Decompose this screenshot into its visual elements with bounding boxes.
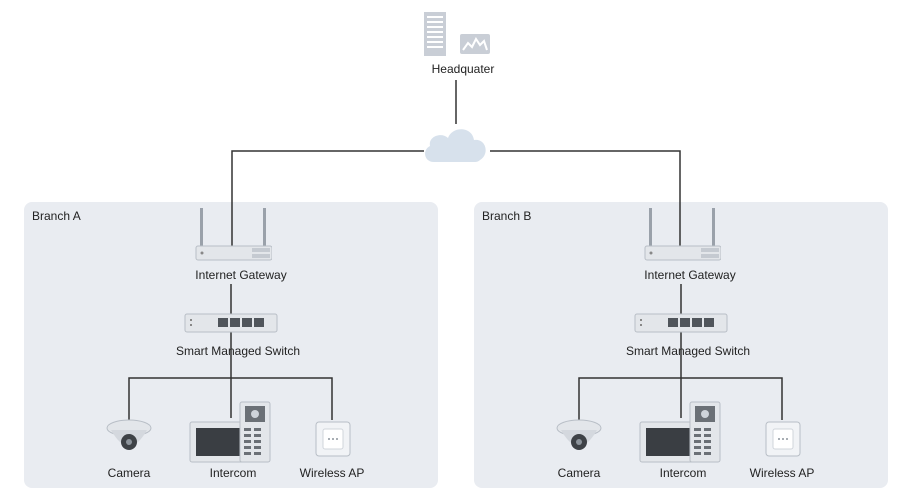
camera-a-label: Camera	[107, 466, 151, 480]
switch-icon-b	[634, 313, 728, 333]
building-icon	[424, 12, 490, 56]
cloud-gateway-a-link	[231, 150, 424, 258]
ap-a-label: Wireless AP	[299, 466, 365, 480]
camera-icon-b	[556, 419, 602, 450]
switch-a-label: Smart Managed Switch	[175, 344, 301, 358]
switch-icon-a	[184, 313, 278, 333]
gateway-a-label: Internet Gateway	[195, 268, 287, 282]
intercom-icon-b	[639, 401, 721, 463]
router-icon-a	[195, 208, 272, 261]
access-point-icon-a	[315, 421, 351, 457]
switch-b-label: Smart Managed Switch	[625, 344, 751, 358]
headquarters-label: Headquater	[431, 62, 495, 76]
intercom-b-label: Intercom	[659, 466, 707, 480]
intercom-a-label: Intercom	[209, 466, 257, 480]
device-bus-b-link	[578, 377, 783, 420]
cloud-gateway-b-link	[490, 150, 681, 258]
intercom-icon-a	[189, 401, 271, 463]
router-icon-b	[644, 208, 721, 261]
camera-icon-a	[106, 419, 152, 450]
branch-a-title: Branch A	[32, 209, 81, 223]
ap-b-label: Wireless AP	[749, 466, 815, 480]
device-bus-a-link	[128, 377, 333, 420]
access-point-icon-b	[765, 421, 801, 457]
cloud-icon	[425, 129, 486, 162]
branch-b-title: Branch B	[482, 209, 532, 223]
gateway-b-label: Internet Gateway	[644, 268, 736, 282]
camera-b-label: Camera	[557, 466, 601, 480]
